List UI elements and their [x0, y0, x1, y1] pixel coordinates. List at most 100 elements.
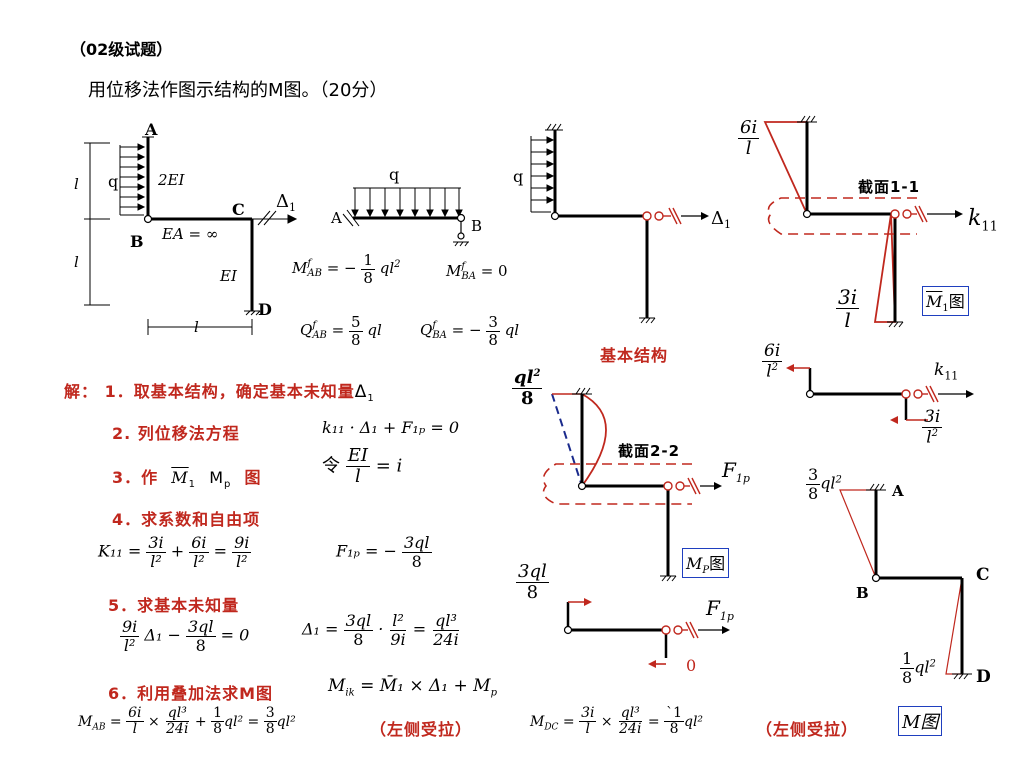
beam-q-label: q — [389, 165, 399, 184]
mdc-note: （左侧受拉） — [756, 720, 859, 739]
beam-A-label: A — [330, 209, 342, 227]
delta-label: Δ — [276, 191, 289, 212]
m1-moment-CD — [873, 213, 896, 323]
dimension-lines — [84, 142, 253, 335]
fixed-end-beam-figure: q A B — [330, 165, 482, 247]
stiffness-2EI-label: 2EI — [157, 171, 185, 189]
stiffness-EI-label: EI — [219, 267, 238, 285]
node-A-label: A — [144, 120, 158, 139]
k11-label: k11 — [968, 206, 998, 235]
final-m-diagram-label: M图 — [898, 706, 943, 736]
beam-B-label: B — [471, 217, 482, 235]
original-structure-figure: A B C D q 2EI EA = ∞ EI l l l Δ 1 — [74, 120, 298, 336]
mp-support-D — [660, 575, 677, 582]
mab-note: （左侧受拉） — [370, 720, 473, 739]
fb2-zero-value: 0 — [686, 656, 697, 675]
step-5: 5．求基本未知量 — [108, 596, 240, 615]
m1-support-D — [887, 321, 904, 328]
mp-moment-baseline — [551, 393, 583, 487]
question-text: 用位移法作图示结构的M图。（20分） — [88, 80, 388, 101]
mp-added-link-C — [663, 477, 701, 495]
step-1: 解： 1．取基本结构，确定基本未知量Δ1 — [64, 382, 375, 405]
length-lower-label: l — [74, 253, 79, 271]
fb2-hinge — [563, 625, 573, 635]
m1-diagram-figure — [763, 115, 963, 328]
final-support-D — [952, 673, 972, 680]
section-1-1-cut — [767, 197, 917, 235]
final-node-C: C — [976, 565, 990, 585]
step-2: 2. 列位移法方程 — [112, 424, 240, 443]
node-D-label: D — [258, 300, 272, 319]
length-upper-label: l — [74, 175, 79, 193]
final-support-A — [866, 483, 886, 491]
basic-structure-figure: q Δ 1 — [513, 123, 731, 324]
mp-diagram-figure — [542, 387, 722, 582]
final-m-diagram-figure: A B C D — [839, 482, 991, 687]
distributed-load-arrows — [119, 143, 146, 216]
section-1-1-label: 截面1-1 — [858, 178, 921, 196]
hinge-B — [143, 214, 153, 224]
basic-q-label: q — [513, 167, 523, 186]
section-2-2-cut — [542, 463, 692, 505]
fb1-added-link — [901, 385, 939, 403]
f1p-label-fb2: F1p — [706, 596, 734, 623]
mp-support-A — [572, 387, 592, 395]
basic-support-A — [545, 123, 563, 131]
m1-hinge-B — [802, 209, 812, 219]
final-node-D: D — [976, 667, 991, 687]
beam-support-B — [453, 241, 469, 247]
final-moment-CD — [945, 577, 963, 675]
final-hinge-B — [871, 573, 881, 583]
final-node-A: A — [891, 482, 904, 500]
basic-structure-label: 基本结构 — [600, 346, 669, 365]
mp-moment-parabola — [581, 393, 607, 487]
step-2-equation: k₁₁ · Δ₁ + F₁ₚ = 0 — [322, 418, 459, 437]
beam-support-pin — [457, 232, 465, 240]
stiffness-EA-label: EA = ∞ — [161, 225, 218, 243]
beam-support-A — [342, 209, 360, 227]
section-2-2-freebody — [563, 598, 730, 668]
step-3: 3．作 M1 Mp 图 — [112, 468, 262, 491]
basic-added-link-C — [642, 207, 682, 225]
length-horizontal-label: l — [194, 318, 199, 336]
beam-node-B — [456, 213, 466, 223]
basic-delta-label: Δ — [711, 208, 724, 229]
m1-moment-AB — [763, 121, 808, 215]
beam-load-arrows — [351, 187, 463, 218]
f1p-label-mp: F1p — [722, 458, 750, 485]
delta-subscript: 1 — [289, 201, 296, 214]
m1-support-A — [797, 115, 817, 123]
basic-support-D — [639, 317, 656, 324]
node-C-label: C — [232, 200, 245, 219]
mp-diagram-label: MP图 — [682, 548, 730, 579]
section-2-2-label: 截面2-2 — [618, 442, 681, 460]
step-6: 6．利用叠加法求M图 — [108, 684, 274, 703]
basic-delta-sub: 1 — [724, 218, 731, 231]
support-C — [252, 210, 298, 226]
node-B-label: B — [130, 232, 144, 251]
support-D — [244, 310, 261, 316]
fb1-k11-label: k11 — [934, 360, 959, 383]
load-q-label: q — [108, 172, 118, 191]
final-moment-AB — [839, 489, 877, 579]
fb2-added-link — [661, 621, 699, 639]
exam-tag: （02级试题） — [70, 40, 173, 59]
final-node-B: B — [856, 584, 869, 602]
mp-hinge-B — [577, 481, 587, 491]
